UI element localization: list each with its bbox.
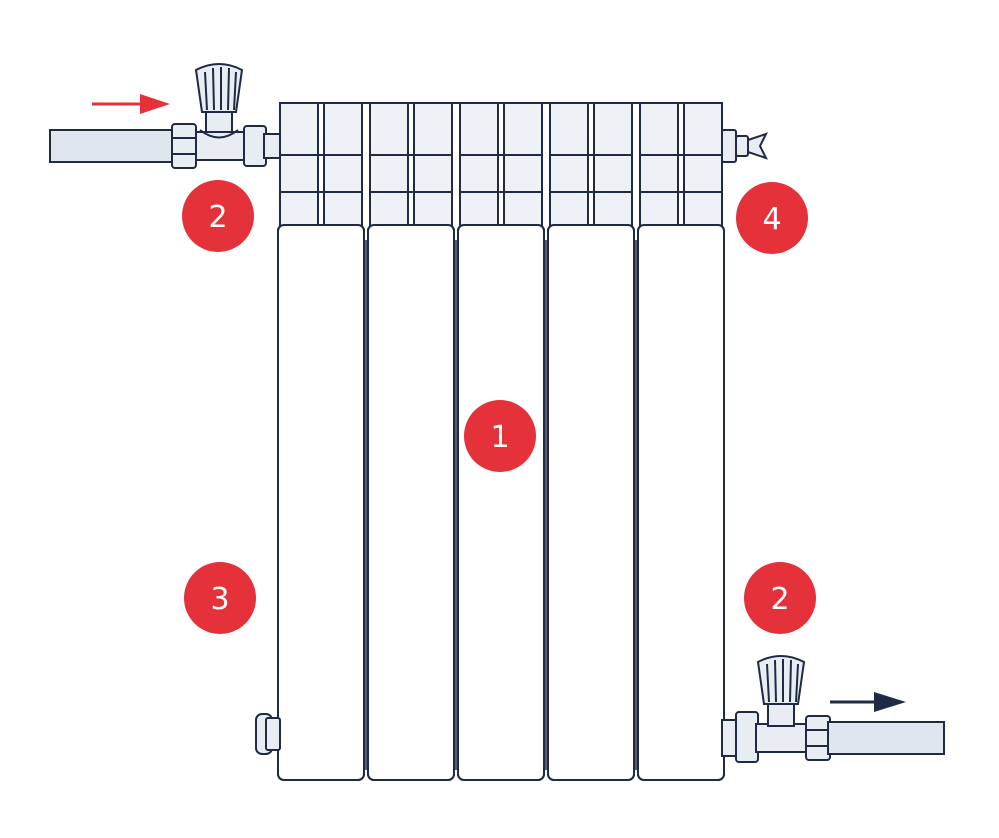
bottom-valve-icon[interactable] [756, 655, 806, 705]
callout-label-1: 1 [490, 420, 509, 455]
outlet-assembly [721, 655, 945, 763]
callout-label-2-bottom: 2 [770, 582, 789, 617]
inlet-nut [171, 123, 197, 169]
callout-label-4: 4 [762, 202, 781, 237]
outlet-arrow-icon [830, 692, 906, 712]
callout-badge-1: 1 [464, 400, 536, 472]
outlet-pipe [827, 721, 945, 755]
air-vent-icon[interactable] [721, 129, 768, 163]
callout-badge-4: 4 [736, 182, 808, 254]
top-valve-icon[interactable] [194, 63, 244, 113]
callout-label-3: 3 [210, 582, 229, 617]
inlet-assembly [49, 63, 281, 169]
callout-label-2-top: 2 [208, 200, 227, 235]
callout-badge-3: 3 [184, 562, 256, 634]
inlet-arrow-icon [92, 94, 170, 114]
inlet-pipe [49, 129, 175, 163]
radiator-body [277, 102, 725, 781]
callout-badge-2-bottom: 2 [744, 562, 816, 634]
callout-badge-2-top: 2 [182, 180, 254, 252]
plug-icon [255, 713, 281, 755]
